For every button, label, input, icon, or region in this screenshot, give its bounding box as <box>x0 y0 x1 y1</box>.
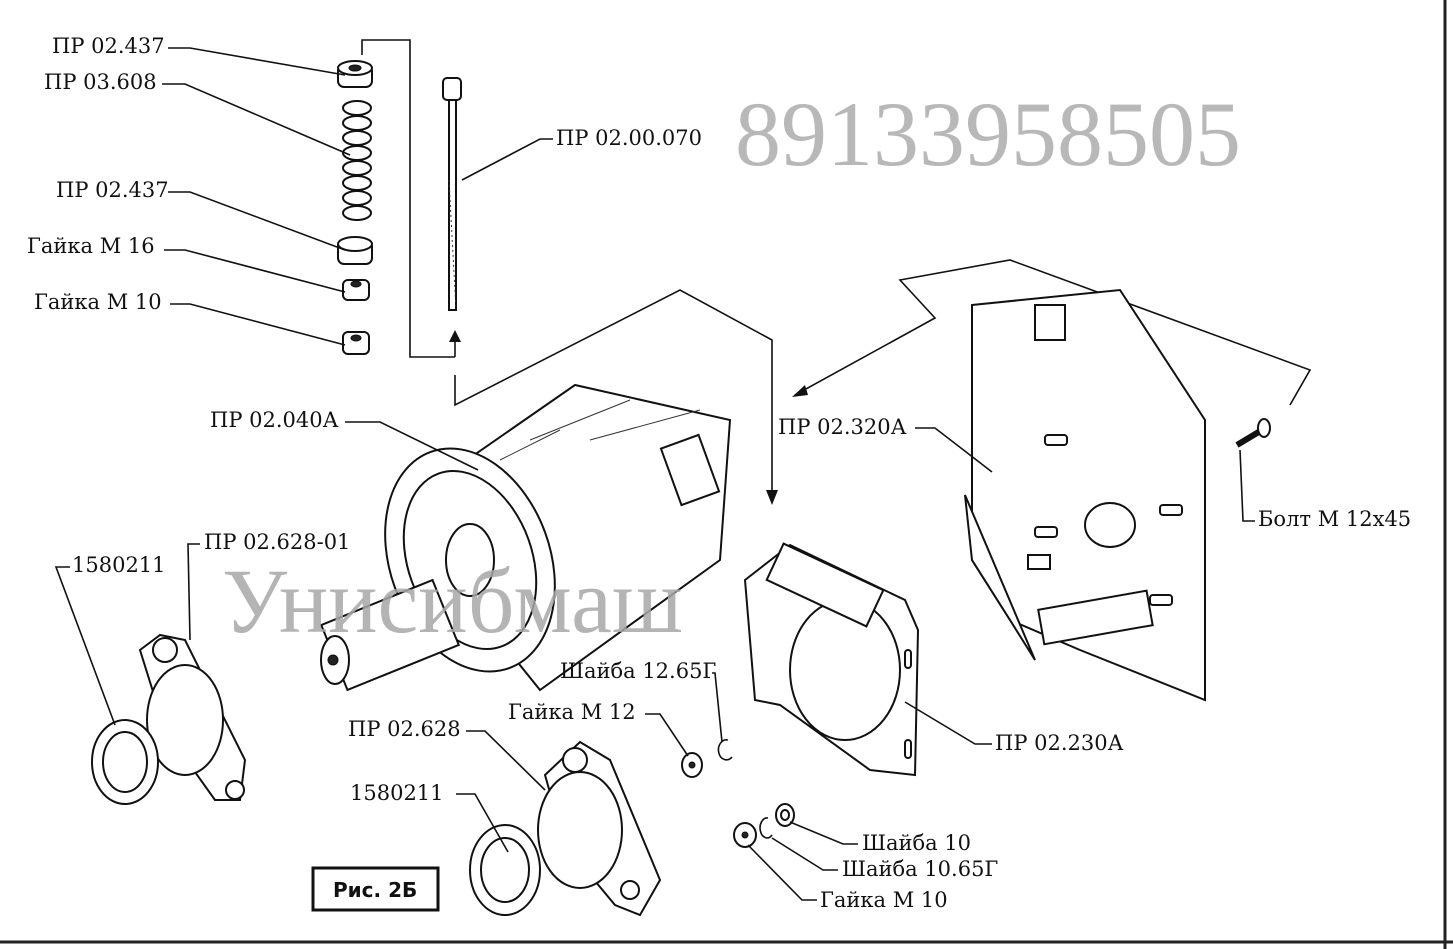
label-nut-m12: Гайка М 12 <box>508 700 636 724</box>
label-side-plate: ПР 02.320А <box>778 415 907 439</box>
spring-part <box>342 100 372 221</box>
washer-bottom-part <box>337 236 373 265</box>
watermark-phone: 89133958505 <box>735 83 1241 185</box>
label-washer-bottom: ПР 02.437 <box>56 178 169 202</box>
washer-12-part <box>717 739 733 761</box>
figure-label: Рис. 2Б <box>333 878 417 902</box>
label-bearing-bottom: 1580211 <box>350 781 444 805</box>
side-plate-part <box>964 288 1206 702</box>
flange-plate-part <box>743 542 920 777</box>
label-flange-plate: ПР 02.230А <box>995 731 1124 755</box>
label-washer-10-spring: Шайба 10.65Г <box>842 857 998 881</box>
nut-m12-part <box>681 752 703 778</box>
rod-part <box>442 77 462 311</box>
label-nut-m16: Гайка М 16 <box>27 234 155 258</box>
label-bolt: Болт М 12х45 <box>1258 507 1411 531</box>
label-washer-top: ПР 02.437 <box>52 34 165 58</box>
label-drum: ПР 02.040А <box>210 408 339 432</box>
watermark-brand: Унисибмаш <box>222 550 683 652</box>
assembly-lines <box>361 39 1312 505</box>
nut-m10-top-part <box>342 331 370 355</box>
label-housing-bottom: ПР 02.628 <box>348 717 461 741</box>
housing-left-part <box>138 633 247 801</box>
bearing-left-part <box>91 719 159 805</box>
washer-top-part <box>337 60 373 88</box>
washer-10-part <box>775 803 795 827</box>
drum-part <box>319 383 732 692</box>
label-spring: ПР 03.608 <box>44 70 157 94</box>
label-nut-m10-bottom: Гайка М 10 <box>820 888 948 912</box>
label-bearing-left: 1580211 <box>72 553 166 577</box>
label-housing-left: ПР 02.628-01 <box>204 530 350 554</box>
housing-bottom-part <box>537 740 662 917</box>
leader-lines <box>54 47 1255 901</box>
label-nut-m10-top: Гайка М 10 <box>34 290 162 314</box>
label-washer-12: Шайба 12.65Г <box>560 659 716 683</box>
bolt-part <box>1235 418 1271 448</box>
label-rod: ПР 02.00.070 <box>556 126 702 150</box>
bearing-bottom-part <box>469 824 541 916</box>
nut-m16-part <box>342 279 370 301</box>
figure-label-box <box>311 866 440 912</box>
nut-m10-bottom-part <box>733 822 757 848</box>
washer-10-spring-part <box>759 817 773 839</box>
label-washer-10: Шайба 10 <box>862 831 971 855</box>
